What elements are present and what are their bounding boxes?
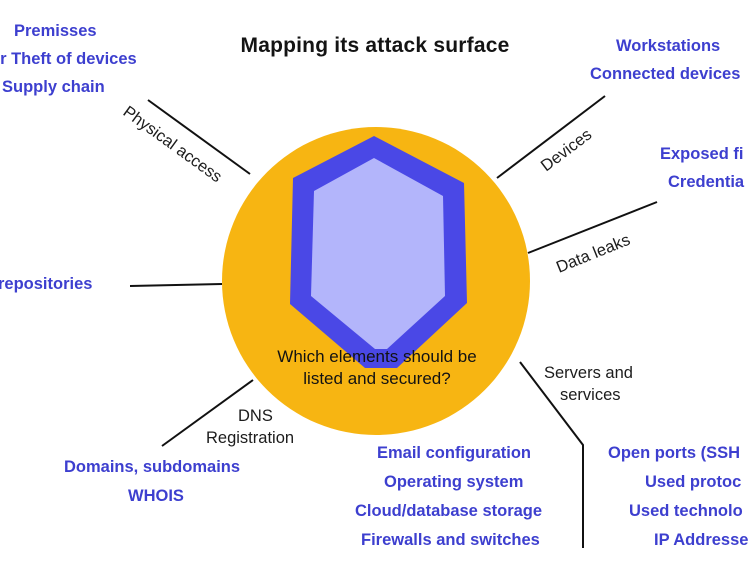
center-question-line: listed and secured? [303, 369, 451, 388]
devices-item: Connected devices [590, 65, 741, 83]
connector-data-leaks [527, 201, 658, 254]
branch-label-devices: Devices [538, 126, 596, 176]
servers-services-item: Used protoc [645, 473, 742, 491]
bottom-center-item: Firewalls and switches [361, 531, 540, 549]
repositories-item: repositories [0, 275, 93, 293]
physical-access-item: or Theft of devices [0, 50, 137, 68]
branch-label-dns: DNS [238, 407, 273, 425]
center-question: Which elements should be listed and secu… [247, 346, 507, 390]
connector-devices [496, 95, 606, 179]
branch-label-servers-services: services [560, 386, 621, 404]
data-leaks-item: Credentia [668, 173, 745, 191]
devices-item: Workstations [616, 37, 721, 55]
shield-inner-icon [311, 158, 445, 349]
bottom-center-item: Email configuration [377, 444, 532, 462]
connector-servers-services [519, 361, 584, 548]
bottom-center-item: Operating system [384, 473, 524, 491]
center-question-line: Which elements should be [277, 347, 477, 366]
connector-dns-registration [161, 379, 254, 447]
connector-repositories [129, 283, 223, 287]
bottom-center-item: Cloud/database storage [355, 502, 543, 520]
physical-access-item: Premisses [14, 22, 97, 40]
branch-label-dns: Registration [206, 429, 295, 447]
physical-access-item: Supply chain [2, 78, 105, 96]
servers-services-item: IP Addresse [654, 531, 749, 549]
connector-physical-access [147, 99, 251, 175]
dns-item: Domains, subdomains [64, 458, 241, 476]
page-title: Mapping its attack surface [240, 34, 510, 57]
servers-services-item: Open ports (SSH [608, 444, 741, 462]
dns-item: WHOIS [128, 487, 184, 505]
data-leaks-item: Exposed fi [660, 145, 744, 163]
servers-services-item: Used technolo [629, 502, 743, 520]
branch-label-servers-services: Servers and [544, 364, 633, 382]
